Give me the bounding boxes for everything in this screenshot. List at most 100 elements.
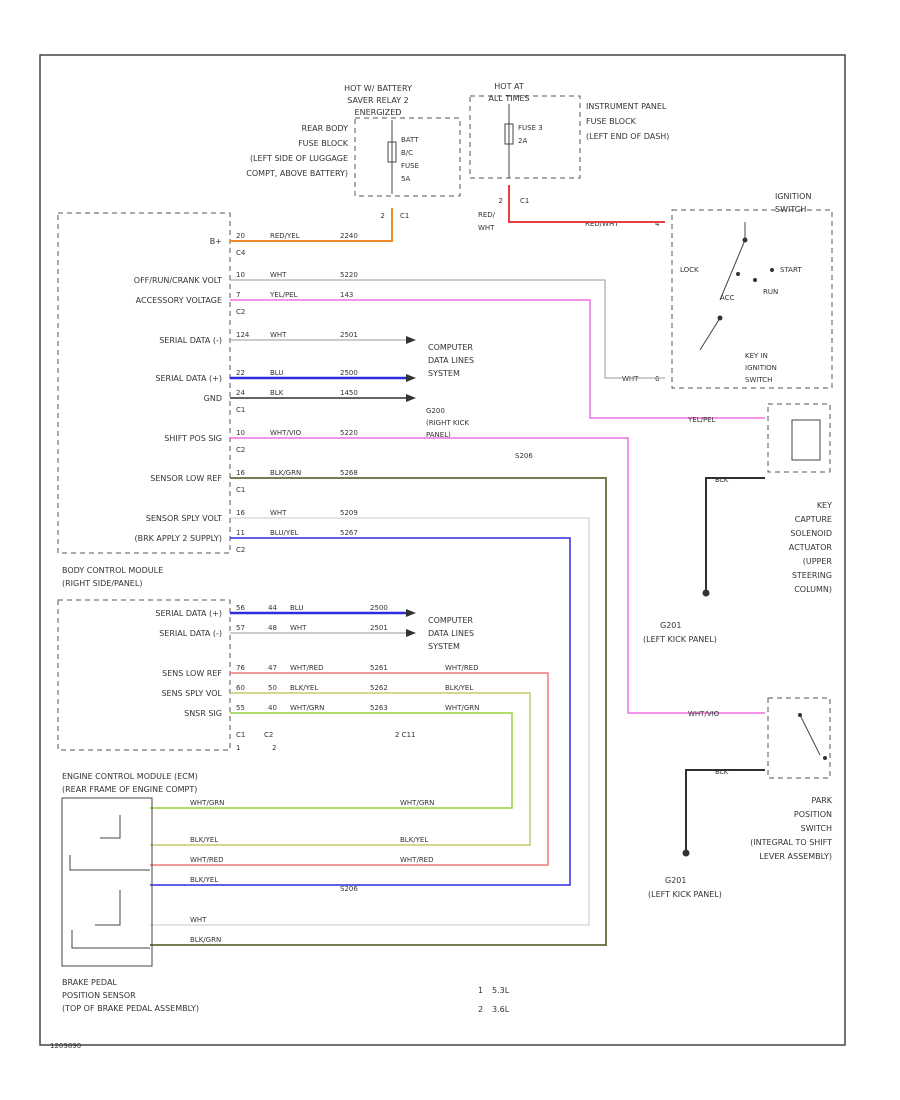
- arrow-serial-plus-2: [406, 609, 416, 617]
- bcm-pin-color: BLU/YEL: [270, 529, 299, 537]
- bcm-pin-color: BLU: [270, 369, 283, 377]
- key-capture-ground: [705, 477, 765, 590]
- ipanel-fuse-label-2: FUSE BLOCK: [586, 117, 637, 126]
- bcm-pin-circuit: 5267: [340, 529, 358, 537]
- arrow-gnd: [406, 394, 416, 402]
- ignition-title-2: SWITCH: [775, 205, 806, 214]
- battery-saver-label-2: SAVER RELAY 2: [347, 96, 408, 105]
- bcm-pin-number: 7: [236, 291, 240, 299]
- wire-yel-pel-acc: [230, 299, 765, 419]
- key-capture-blk: BLK: [715, 476, 729, 484]
- bcm-pin-label: SERIAL DATA (-): [159, 336, 222, 345]
- bcm-pin-number: 10: [236, 429, 245, 437]
- ecm-s206: S206: [340, 885, 358, 893]
- bcm-pin-label: GND: [204, 394, 222, 403]
- ecm-sensor-1: [100, 815, 121, 839]
- park-wire: WHT/VIO: [688, 710, 720, 718]
- bcm2-pin-circuit: 5261: [370, 664, 388, 672]
- g201b-ground-icon: [682, 849, 690, 857]
- park-switch-contact: [823, 756, 827, 760]
- bcm-pin-conn: C1: [236, 486, 245, 494]
- bcm2-conn-c2: C2: [264, 731, 273, 739]
- computer-link-1-b: DATA LINES: [428, 356, 474, 365]
- bcm-pin-circuit: 1450: [340, 389, 358, 397]
- ecm-row-color: BLK/YEL: [190, 876, 218, 884]
- hot-at-all-times-1: HOT AT: [494, 82, 524, 91]
- park-1: PARK: [811, 796, 832, 805]
- g200-label-1: G200: [426, 407, 445, 415]
- ecm-row-color: WHT/GRN: [190, 799, 224, 807]
- bcm-pin-circuit: 5220: [340, 271, 358, 279]
- legend-1-num: 1: [478, 986, 483, 995]
- bcm-pin-label: SENSOR SPLY VOLT: [146, 514, 222, 523]
- battery-saver-label-1: HOT W/ BATTERY: [344, 84, 412, 93]
- bcm-upper-box: [57, 212, 231, 554]
- bcm-pin-label: (BRK APPLY 2 SUPPLY): [134, 534, 222, 543]
- key-capture-7: COLUMN): [794, 585, 832, 594]
- ipanel-fuse-label-1: INSTRUMENT PANEL: [586, 102, 667, 111]
- bcm-pin-number: 124: [236, 331, 250, 339]
- rear-fuse-block-box: [354, 117, 461, 197]
- bcm2-pin-color: WHT/GRN: [290, 704, 324, 712]
- bcm2-pin-number-2: 48: [268, 624, 277, 632]
- legend-2-num: 2: [478, 1005, 483, 1014]
- wire-red-wht-ign: [508, 185, 665, 223]
- bcm2-pin-far: WHT/GRN: [445, 704, 479, 712]
- computer-link-1-c: SYSTEM: [428, 369, 460, 378]
- bcm2-pin-circuit: 2500: [370, 604, 388, 612]
- wire-red-yel-batt: [230, 208, 393, 242]
- bcm2-pin-label: SERIAL DATA (+): [155, 609, 222, 618]
- ignition-start: START: [780, 266, 802, 274]
- key-capture-3: SOLENOID: [790, 529, 832, 538]
- bcm-pin-number: 22: [236, 369, 245, 377]
- fuse3-label-2: 2A: [518, 137, 527, 145]
- bcm2-pin-circuit: 5262: [370, 684, 388, 692]
- legend-1-val: 5.3L: [492, 986, 510, 995]
- battery-saver-label-3: ENERGIZED: [355, 108, 402, 117]
- bcm2-conn-1: 1: [236, 744, 240, 752]
- ignition-blade: [719, 239, 746, 301]
- ecm-sensor-2: [95, 890, 121, 926]
- key-capture-4: ACTUATOR: [789, 543, 833, 552]
- ignition-wht-pin: 6: [655, 375, 660, 383]
- bcm-pin-color: BLK/GRN: [270, 469, 301, 477]
- key-capture-wire: YEL/PEL: [687, 416, 716, 424]
- key-capture-1: KEY: [817, 501, 832, 510]
- g200-label-2: (RIGHT KICK: [426, 419, 469, 427]
- ipanel-fuse-block-box: [469, 95, 581, 179]
- key-capture-coil: [791, 419, 821, 461]
- ecm-title-2: (REAR FRAME OF ENGINE COMPT): [62, 785, 197, 794]
- bcm2-pin-number-2: 50: [268, 684, 277, 692]
- bcm-pin-conn: C2: [236, 546, 245, 554]
- bcm2-pin-number-2: 44: [268, 604, 277, 612]
- bcm2-pin-number-2: 47: [268, 664, 277, 672]
- bcm-pin-conn: C1: [236, 406, 245, 414]
- key-capture-box: [767, 403, 831, 473]
- bcm-pin-number: 11: [236, 529, 245, 537]
- bcm-pin-number: 20: [236, 232, 245, 240]
- fuse3-pin: 2: [499, 197, 503, 205]
- bcm-module-title-2: (RIGHT SIDE/PANEL): [62, 579, 142, 588]
- park-ground: [685, 769, 765, 850]
- wire-sens-sply-2: [150, 692, 531, 846]
- bcm2-pin-color: WHT/RED: [290, 664, 324, 672]
- rear-fuse-block-label-4: COMPT, ABOVE BATTERY): [246, 169, 348, 178]
- fuse3-conn: C1: [520, 197, 529, 205]
- bcm2-pin-number-2: 40: [268, 704, 277, 712]
- bcm2-pin-far: WHT/RED: [445, 664, 479, 672]
- bcm-pin-color: RED/YEL: [270, 232, 300, 240]
- ecm-row-color: WHT/RED: [190, 856, 224, 864]
- wire-wht-ign: [230, 279, 665, 379]
- diagram-frame: [39, 54, 846, 1046]
- batt-fuse-conn: C1: [400, 212, 409, 220]
- bcm-pin-number: 10: [236, 271, 245, 279]
- s206-label: S206: [515, 452, 533, 460]
- g201a-1: G201: [660, 621, 681, 630]
- batt-fuse-label-2: B/C: [401, 149, 413, 157]
- batt-fuse-pin: 2: [381, 212, 385, 220]
- wire-shift-pos: [230, 437, 765, 714]
- bcm-pin-circuit: 2500: [340, 369, 358, 377]
- key-in-3: SWITCH: [745, 376, 772, 384]
- bcm2-pin-label: SENS SPLY VOL: [161, 689, 222, 698]
- ecm-sensor-1-ret: [69, 855, 150, 871]
